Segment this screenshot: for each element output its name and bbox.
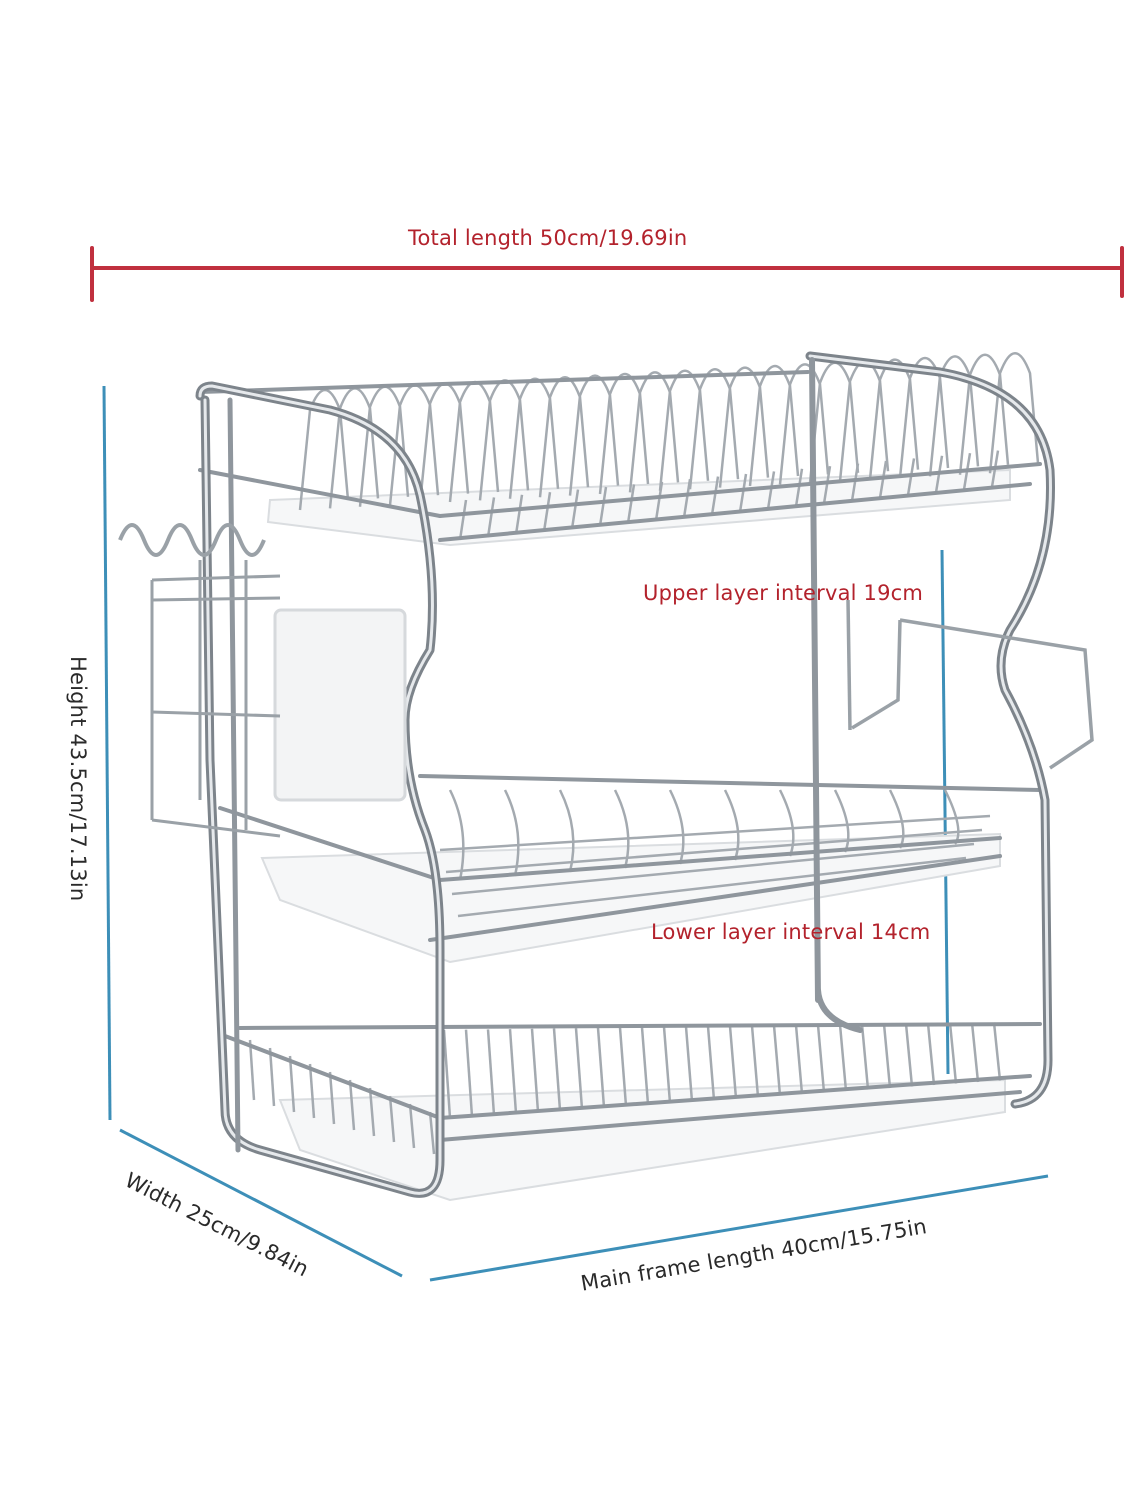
rack-wire xyxy=(992,1022,1002,1081)
rack-wire xyxy=(486,1029,496,1116)
rack-wire xyxy=(684,1026,694,1102)
rack-wire xyxy=(530,1028,540,1113)
rack-wire xyxy=(428,1111,436,1155)
layer-rails xyxy=(198,370,1042,1142)
rack-wire xyxy=(904,1023,914,1087)
rack-wire xyxy=(596,1027,606,1108)
rack-wire xyxy=(970,1022,980,1083)
rack-wire xyxy=(850,463,860,501)
rack-wire xyxy=(439,814,991,852)
height-label: Height 43.5cm/17.13in xyxy=(66,656,90,902)
rack-wire xyxy=(445,828,983,874)
rack-wire xyxy=(348,1079,356,1131)
rack-wire xyxy=(458,499,468,541)
rack-wire xyxy=(486,497,496,538)
total-length-dimension-line xyxy=(90,246,1124,302)
rack-wire xyxy=(268,1047,276,1107)
rack-wire xyxy=(308,1063,316,1119)
rack-wire xyxy=(816,1024,826,1093)
rack-wire xyxy=(838,1024,848,1092)
rack-wire xyxy=(710,476,720,515)
rack-wire xyxy=(552,1028,562,1111)
rack-wire xyxy=(508,1029,518,1114)
rack-wire xyxy=(457,856,967,918)
rack-wire xyxy=(706,1026,716,1101)
rack-wire xyxy=(654,481,664,521)
rack-wire xyxy=(750,1025,760,1098)
rack-wire xyxy=(613,789,630,869)
rack-wire xyxy=(988,352,1040,474)
upper-layer-interval-label: Upper layer interval 19cm xyxy=(643,581,924,605)
rack-wire xyxy=(598,486,608,527)
rack-wire xyxy=(451,842,975,896)
rack-wire xyxy=(766,471,776,510)
lower-layer-interval-label: Lower layer interval 14cm xyxy=(651,920,931,944)
rack-wire xyxy=(926,1023,936,1086)
rack-wire xyxy=(388,1095,396,1143)
rack-wire xyxy=(822,466,832,504)
rack-wire xyxy=(948,1022,958,1084)
rack-wire xyxy=(626,484,636,524)
rack-wire xyxy=(738,473,748,513)
rack-wire xyxy=(288,1055,296,1113)
rack-wire xyxy=(618,1027,628,1107)
rack-wire xyxy=(464,1029,474,1117)
rack-wire xyxy=(248,1039,256,1101)
rack-wire xyxy=(794,1025,804,1095)
rack-wire xyxy=(668,789,685,865)
total-length-label: Total length 50cm/19.69in xyxy=(408,226,688,250)
rack-wire xyxy=(772,1025,782,1096)
rack-wire xyxy=(574,1028,584,1110)
rack-wire xyxy=(778,789,795,857)
rack-wire xyxy=(723,789,740,861)
rack-wire xyxy=(542,492,552,532)
rack-wire xyxy=(882,1023,892,1089)
rack-wire xyxy=(442,1029,452,1119)
rack-wire xyxy=(408,1103,416,1149)
cutting-board-holder xyxy=(846,599,1094,770)
rack-wire xyxy=(682,479,692,518)
rack-wire xyxy=(640,1027,650,1105)
width-dimension-line xyxy=(119,1128,403,1278)
rack-wire xyxy=(570,489,580,529)
lower-layer-wires xyxy=(248,1022,1002,1155)
rack-wire xyxy=(662,1026,672,1104)
main-frame-length-dimension-line xyxy=(429,1174,1049,1282)
height-dimension-line xyxy=(102,385,112,1121)
utensil-holder xyxy=(118,523,407,838)
drip-trays xyxy=(260,468,1011,1202)
layer-interval-dimension-line xyxy=(940,549,950,1075)
middle-layer-bowl-wires xyxy=(439,789,991,918)
rack-wire xyxy=(368,1087,376,1137)
rack-wire xyxy=(514,494,524,535)
rack-wire xyxy=(328,1071,336,1125)
rack-wire xyxy=(558,789,575,873)
rack-wire xyxy=(728,1025,738,1099)
rack-wire xyxy=(860,1024,870,1090)
rack-wire xyxy=(794,468,804,507)
